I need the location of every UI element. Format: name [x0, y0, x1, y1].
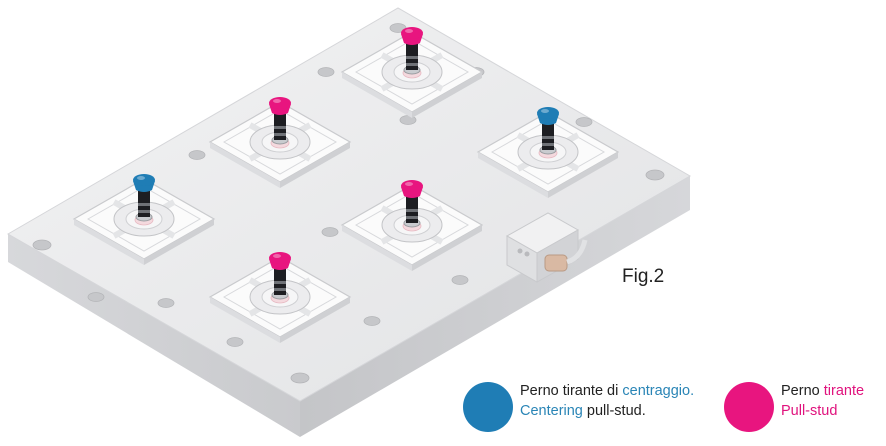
plate-top	[6, 7, 692, 402]
centering-pull-stud	[133, 174, 155, 222]
pneumatic-connector-block	[505, 212, 588, 283]
pull-stud-legend-swatch	[724, 382, 774, 432]
centering-legend-it-a: Perno tirante di	[520, 383, 623, 399]
pull-stud-legend-it-a: Perno	[781, 383, 824, 399]
pull-stud-legend-line-2: Pull-stud	[781, 403, 838, 419]
pull-stud-legend-text: Perno tirante Pull-stud	[781, 381, 864, 421]
centering-pull-stud	[537, 107, 559, 155]
clamping-module	[72, 174, 216, 265]
figure-label: Fig.2	[622, 266, 665, 287]
clamping-module	[476, 107, 620, 198]
pull-stud-legend-it-b: tirante	[823, 383, 865, 399]
centering-legend-en-a: Centering	[520, 403, 583, 419]
pull-stud	[269, 97, 291, 145]
centering-legend-it-b: centraggio.	[622, 383, 695, 399]
centering-legend-line-1: Perno tirante di centraggio.	[520, 381, 694, 401]
plate-side-left	[8, 234, 300, 437]
centering-legend-text: Perno tirante di centraggio. Centering p…	[520, 381, 694, 421]
pull-stud-legend-line-1: Perno tirante	[781, 381, 864, 401]
pull-stud	[269, 252, 291, 300]
clamping-module	[208, 252, 352, 343]
pull-stud	[401, 27, 423, 75]
centering-legend-line-2: Centering pull-stud.	[520, 401, 694, 421]
plate-side-right	[300, 176, 690, 437]
centering-legend-swatch	[463, 382, 513, 432]
clamping-module	[340, 27, 484, 118]
clamping-module	[340, 180, 484, 271]
clamping-modules	[72, 27, 620, 343]
clamping-module	[208, 97, 352, 188]
pull-stud	[401, 180, 423, 228]
centering-legend-en-b: pull-stud.	[582, 403, 646, 419]
